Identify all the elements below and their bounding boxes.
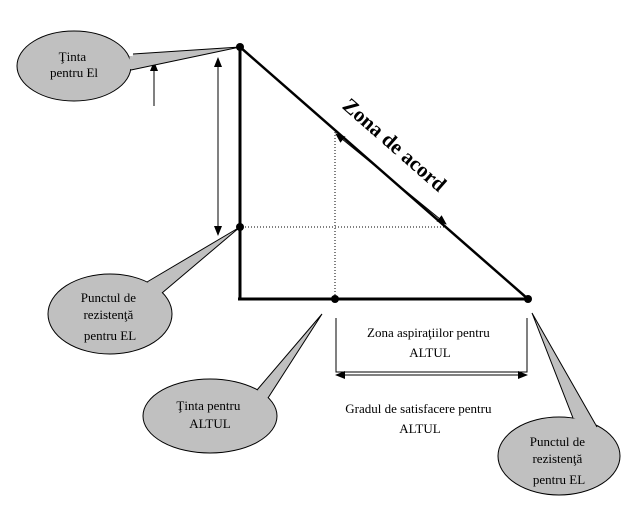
callout-pointer — [256, 313, 323, 399]
svg-text:Punctul de rezistenţă: Punctul de rezistenţă pentru EL — [530, 434, 589, 487]
callout-tinta-el: Ţinta pentru El — [16, 30, 241, 102]
callout-text-line: Punctul de — [81, 290, 136, 305]
callout-pointer — [531, 312, 598, 428]
callout-rezistenta-el: Punctul de rezistenţă pentru EL — [47, 226, 241, 355]
svg-text:Gradul de satisfacere pentru: Gradul de satisfacere pentru ALTUL — [345, 401, 494, 436]
svg-text:Punctul de rezistenţă: Punctul de rezistenţă pentru EL — [81, 290, 140, 343]
callout-text-line: pentru EL — [533, 472, 585, 487]
callout-text-line: rezistenţă — [83, 307, 133, 322]
callout-pointer — [146, 226, 241, 294]
svg-text:Ţinta pentru ALTUL: Ţinta pentru ALTUL — [176, 398, 243, 431]
callout-text-line: rezistenţă — [532, 451, 582, 466]
point-tinta-altul — [331, 295, 339, 303]
callout-bubble — [47, 273, 173, 355]
callout-bubble — [142, 378, 278, 454]
aspiration-zone-bracket — [335, 318, 528, 373]
callout-text-line: Ţinta pentru — [176, 398, 240, 413]
satisfaction-degree-label: Gradul de satisfacere pentru — [345, 401, 492, 416]
callout-pointer — [130, 46, 241, 71]
aspiration-zone-label: ALTUL — [409, 345, 450, 360]
callout-text-line: pentru EL — [84, 328, 136, 343]
callout-text-line: Punctul de — [530, 434, 585, 449]
callout-rezistenta-altul: Punctul de rezistenţă pentru EL — [497, 312, 621, 496]
zona-acord-arrow — [335, 133, 447, 225]
callout-text-line: Ţinta — [59, 49, 87, 64]
callout-text-line: ALTUL — [189, 416, 230, 431]
callout-tinta-altul: Ţinta pentru ALTUL — [142, 313, 323, 454]
svg-text:Ţinta pentru El: Ţinta pentru El — [50, 49, 98, 80]
satisfaction-degree-label: ALTUL — [399, 421, 440, 436]
callout-bubble — [497, 416, 621, 496]
callout-text-line: pentru El — [50, 65, 98, 80]
svg-text:Zona aspiraţiilor pentru A: Zona aspiraţiilor pentru ALTUL — [367, 325, 493, 360]
point-rezistenta-altul — [524, 295, 532, 303]
aspiration-zone-label: Zona aspiraţiilor pentru — [367, 325, 490, 340]
